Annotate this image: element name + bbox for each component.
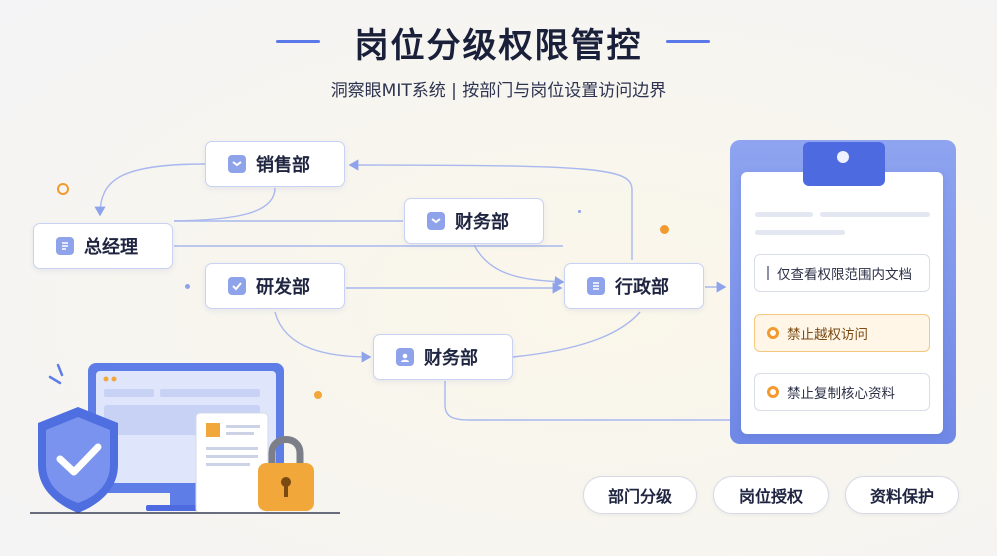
node-label: 研发部 (256, 277, 310, 298)
padlock-icon (258, 436, 314, 511)
rule-label: 仅查看权限范围内文档 (777, 267, 912, 283)
document-sheet-icon (195, 412, 269, 514)
rule-no-overreach: 禁止越权访问 (754, 314, 930, 352)
warning-dot-icon (767, 386, 779, 398)
paper-line (755, 212, 813, 217)
shield-icon (38, 407, 118, 513)
user-lock-icon (396, 348, 414, 366)
warning-dot-icon (767, 327, 779, 339)
decor-dot (185, 284, 190, 289)
page-subtitle: 洞察眼MIT系统 | 按部门与岗位设置访问边界 (330, 81, 667, 101)
shield-check-icon (427, 212, 445, 230)
node-label: 行政部 (615, 277, 669, 298)
node-label: 财务部 (424, 348, 478, 369)
page-title: 岗位分级权限管控 (354, 26, 643, 66)
rule-label: 禁止越权访问 (787, 327, 868, 343)
title-decor-left (276, 40, 320, 43)
node-sales[interactable]: 销售部 (205, 141, 345, 187)
node-admin[interactable]: 行政部 (564, 263, 704, 309)
rule-no-copy: 禁止复制核心资料 (754, 373, 930, 411)
decor-dot (578, 210, 581, 213)
checklist-icon (228, 277, 246, 295)
node-finance-top[interactable]: 财务部 (404, 198, 544, 244)
bullet-bar-icon (767, 266, 769, 280)
clipboard-clip-icon (803, 142, 885, 186)
paper-line (820, 212, 930, 217)
tag-data-protection[interactable]: 资料保护 (845, 476, 959, 514)
security-illustration (30, 363, 340, 514)
tag-department-tiering[interactable]: 部门分级 (583, 476, 697, 514)
rule-view-only: 仅查看权限范围内文档 (754, 254, 930, 292)
shield-check-icon (228, 155, 246, 173)
tag-position-authorization[interactable]: 岗位授权 (713, 476, 829, 514)
decor-ring (57, 183, 69, 195)
document-icon (56, 237, 74, 255)
clipboard-clip-hole (837, 151, 849, 163)
decor-dot (660, 225, 669, 234)
paper-line (755, 230, 845, 235)
document-icon (587, 277, 605, 295)
title-decor-right (666, 40, 710, 43)
node-rnd[interactable]: 研发部 (205, 263, 345, 309)
node-label: 销售部 (256, 155, 310, 176)
node-finance-bottom[interactable]: 财务部 (373, 334, 513, 380)
rule-label: 禁止复制核心资料 (787, 386, 895, 402)
node-label: 财务部 (455, 212, 509, 233)
node-label: 总经理 (84, 237, 138, 258)
node-general-manager[interactable]: 总经理 (33, 223, 173, 269)
